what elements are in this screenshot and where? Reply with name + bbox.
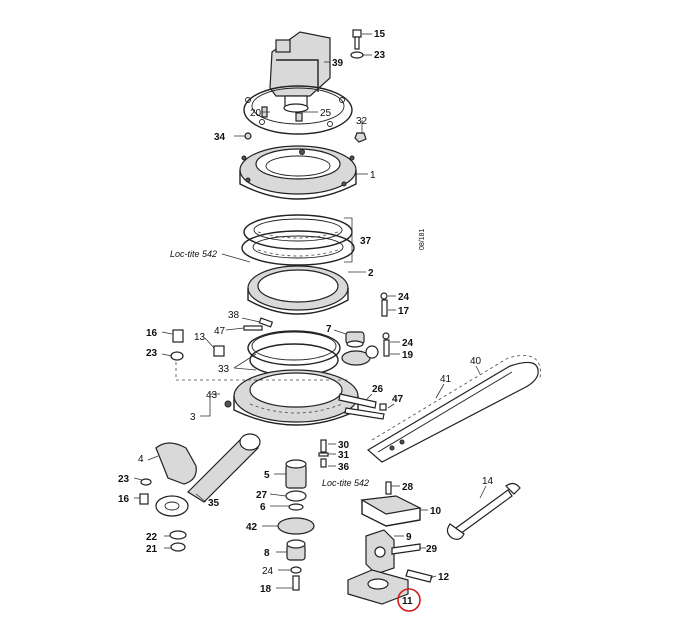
callout-21: 21 <box>146 544 158 555</box>
callout-29: 29 <box>426 544 438 555</box>
callout-10: 10 <box>430 506 442 517</box>
callout-42: 42 <box>246 522 258 533</box>
callout-16: 16 <box>146 328 158 339</box>
callout-17: 17 <box>398 306 410 317</box>
callout-23: 23 <box>374 50 386 61</box>
pin-29 <box>391 543 421 555</box>
pin-47 <box>243 325 263 331</box>
callout-18: 18 <box>260 584 272 595</box>
callout-2: 2 <box>368 268 374 279</box>
callout-38: 38 <box>228 310 240 321</box>
callout-24: 24 <box>262 566 274 577</box>
bolt-16-left <box>172 329 184 343</box>
callout-5: 5 <box>264 470 270 481</box>
callout-11: 11 <box>402 596 413 607</box>
callout-41: 41 <box>440 374 452 385</box>
callout-40: 40 <box>470 356 482 367</box>
callout-36: 36 <box>338 462 350 473</box>
bolt-12 <box>405 569 433 583</box>
rotor-bearing-assembly <box>224 369 359 426</box>
nut-32 <box>354 132 367 143</box>
bolt-17 <box>381 299 388 317</box>
callout-6: 6 <box>260 502 266 513</box>
callout-26: 26 <box>372 384 384 395</box>
callout-4: 4 <box>138 454 144 465</box>
seal-ring <box>247 265 349 315</box>
clamp-bracket <box>365 529 395 575</box>
callout-20: 20 <box>250 108 262 119</box>
base-block <box>347 569 409 605</box>
bolt-47-right <box>344 407 385 420</box>
slewing-bearing <box>241 214 355 266</box>
swing-arm <box>155 433 261 517</box>
spacer-36 <box>320 458 327 468</box>
callout-33: 33 <box>218 364 230 375</box>
callout-28: 28 <box>402 482 414 493</box>
callout-43: 43 <box>206 390 218 401</box>
callout-9: 9 <box>406 532 412 543</box>
washer-22 <box>169 530 187 540</box>
callout-34: 34 <box>214 132 226 143</box>
callout-47: 47 <box>392 394 404 405</box>
callout-15: 15 <box>374 29 386 40</box>
swivel-hub <box>341 331 379 366</box>
callout-37: 37 <box>360 236 372 247</box>
highlight-circle <box>397 588 421 612</box>
callout-22: 22 <box>146 532 158 543</box>
callout-12: 12 <box>438 572 450 583</box>
callout-35: 35 <box>208 498 220 509</box>
bolt-19 <box>383 339 390 357</box>
callout-25: 25 <box>320 108 332 119</box>
plug-13 <box>213 345 225 357</box>
callout-7: 7 <box>326 324 332 335</box>
hydraulic-motor <box>269 31 331 113</box>
drive-shaft-stack <box>277 459 315 591</box>
callout-23: 23 <box>146 348 158 359</box>
callout-30: 30 <box>338 440 350 451</box>
bolt-top <box>350 29 364 59</box>
callout-14: 14 <box>482 476 494 487</box>
o-ring <box>247 330 341 377</box>
bolt-28 <box>385 481 392 495</box>
callout-31: 31 <box>338 450 350 461</box>
callout-24: 24 <box>398 292 410 303</box>
bearing-housing <box>239 145 357 200</box>
callout-19: 19 <box>402 350 414 361</box>
callout-13: 13 <box>194 332 206 343</box>
washer-24-mid <box>382 332 390 340</box>
washer-23-arm <box>140 478 152 486</box>
washer-23-left <box>170 351 184 361</box>
callout-labels: 15 23 39 20 25 32 34 1 37 2 24 17 38 47 … <box>118 29 494 612</box>
nut-21 <box>170 542 186 552</box>
side-code: 08/181 <box>419 228 426 250</box>
callout-39: 39 <box>332 58 344 69</box>
callout-8: 8 <box>264 548 270 559</box>
washer-24-top <box>380 292 388 300</box>
callout-27: 27 <box>256 490 268 501</box>
callout-47: 47 <box>214 326 226 337</box>
callout-23: 23 <box>118 474 130 485</box>
bolt-26 <box>338 393 377 409</box>
bolt-30 <box>320 439 327 453</box>
washer-383 <box>379 403 387 411</box>
callout-32: 32 <box>356 116 368 127</box>
spanner-wrench <box>446 482 521 540</box>
pin-38 <box>258 317 274 328</box>
callout-16: 16 <box>118 494 130 505</box>
leader-lines <box>133 33 487 589</box>
saw-bar <box>366 361 539 463</box>
callout-1: 1 <box>370 170 376 181</box>
callout-24: 24 <box>402 338 414 349</box>
saw-chain <box>371 355 541 441</box>
washer-31 <box>318 452 329 457</box>
loctite-note-upper: Loc-tite 542 <box>170 249 217 259</box>
bar-clamp-plate <box>360 495 422 527</box>
loctite-note-lower: Loc-tite 542 <box>322 478 369 488</box>
bolt-16-arm <box>139 493 149 505</box>
callout-3: 3 <box>190 412 196 423</box>
